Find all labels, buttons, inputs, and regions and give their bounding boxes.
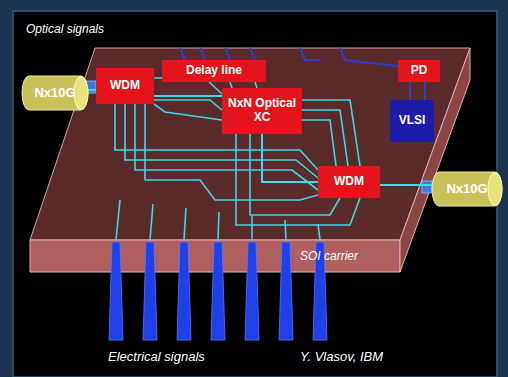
fiber-connector xyxy=(422,181,432,193)
electrical-pin xyxy=(177,242,191,340)
delay-line-box: Delay line xyxy=(162,60,266,82)
cable-end xyxy=(488,173,502,206)
carrier-top xyxy=(30,48,470,240)
node-label: PD xyxy=(411,64,428,78)
crossconnect-box: NxN Optical XC xyxy=(222,88,302,134)
node-label: VLSI xyxy=(399,114,426,128)
pin-trace xyxy=(116,200,120,240)
node-label: WDM xyxy=(334,175,364,189)
pin-trace xyxy=(285,220,286,240)
electrical-pin xyxy=(279,242,293,340)
vlsi-box: VLSI xyxy=(390,100,434,142)
node-label: WDM xyxy=(110,79,140,93)
electrical-pin xyxy=(109,242,123,340)
electrical-pin xyxy=(211,242,225,340)
pin-trace xyxy=(318,224,320,240)
electrical-pin xyxy=(143,242,157,340)
pin-trace xyxy=(251,216,253,240)
pin-trace xyxy=(184,208,186,240)
pin-waveguides xyxy=(116,200,320,240)
node-label: Nx10G xyxy=(34,86,75,101)
electrical-pin xyxy=(245,242,259,340)
electrical-traces xyxy=(180,48,425,100)
pin-trace xyxy=(218,212,219,240)
waveguide-link xyxy=(262,134,318,182)
section-label: Electrical signals xyxy=(108,349,205,364)
fiber-cable: Nx10G xyxy=(432,172,502,206)
cable-end xyxy=(74,77,88,110)
pin-trace xyxy=(150,204,153,240)
photodetector-box: PD xyxy=(398,60,440,82)
section-label: Optical signals xyxy=(26,22,104,36)
node-label: NxN Optical XC xyxy=(228,97,296,125)
carrier-label: SOI carrier xyxy=(300,249,358,263)
black-panel xyxy=(13,11,497,377)
fiber-cable: Nx10G xyxy=(22,76,88,110)
cable-body xyxy=(432,172,502,206)
waveguide-link xyxy=(88,89,96,91)
waveguide-link xyxy=(154,95,222,97)
wdm-box: WDM xyxy=(318,166,380,198)
node-label: Nx10G xyxy=(446,182,487,197)
node-label: Delay line xyxy=(186,64,242,78)
cable-body xyxy=(22,76,88,110)
electrical-pins xyxy=(109,242,327,340)
waveguide-link xyxy=(380,184,432,186)
credit-label: Y. Vlasov, IBM xyxy=(300,349,383,364)
wdm-box: WDM xyxy=(96,68,154,104)
